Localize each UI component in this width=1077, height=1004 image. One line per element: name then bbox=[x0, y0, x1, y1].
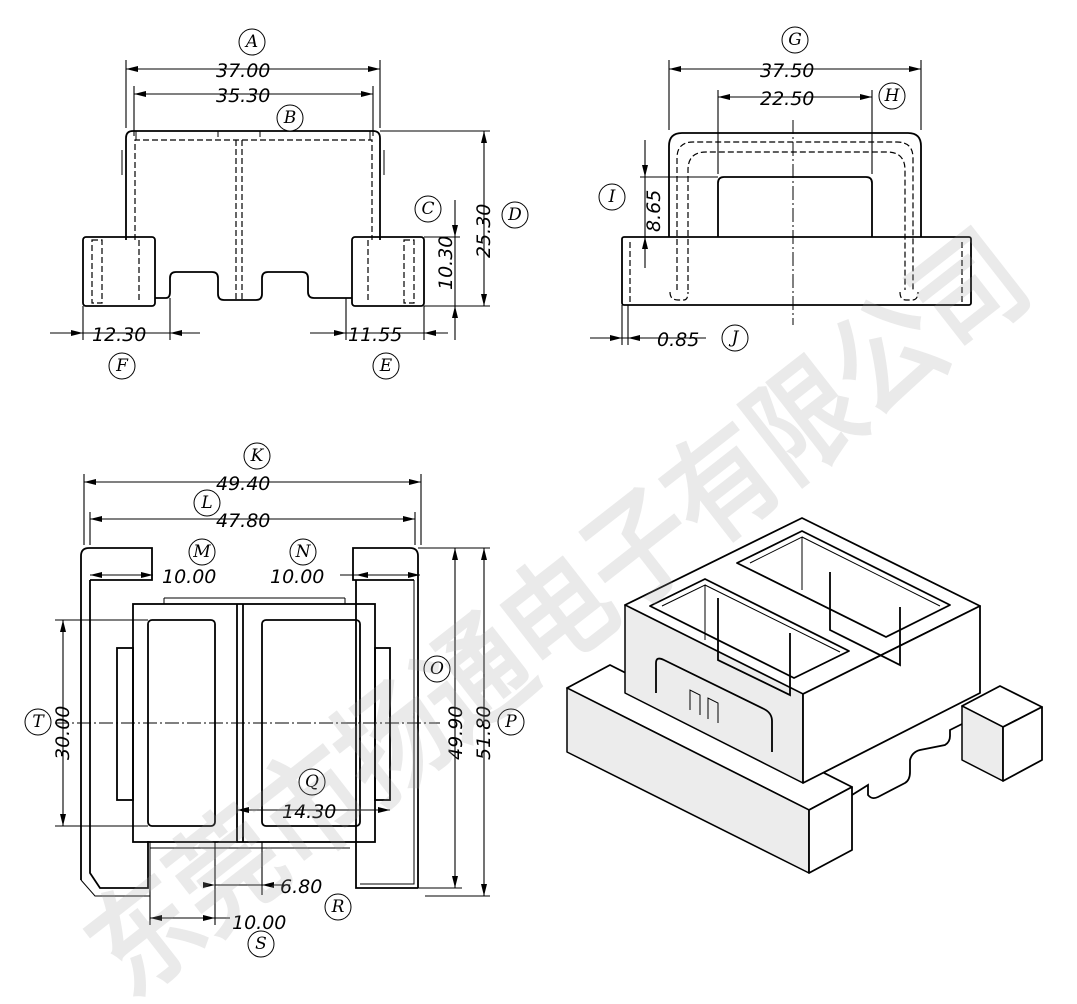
dim-value-C: 10.30 bbox=[435, 236, 457, 290]
top-view bbox=[55, 474, 490, 925]
svg-text:L: L bbox=[200, 493, 212, 513]
dim-value-T: 30.00 bbox=[52, 706, 74, 760]
svg-text:D: D bbox=[507, 205, 522, 225]
dim-value-D: 25.30 bbox=[473, 204, 495, 258]
dim-value-O: 49.90 bbox=[445, 706, 467, 760]
dim-value-Q: 14.30 bbox=[282, 801, 336, 823]
label-A: A bbox=[238, 28, 266, 56]
label-P: P bbox=[497, 708, 525, 736]
label-F: F bbox=[108, 352, 136, 380]
label-G: G bbox=[781, 26, 809, 54]
label-O: O bbox=[423, 655, 451, 683]
svg-text:Q: Q bbox=[305, 772, 319, 792]
dim-value-P: 51.80 bbox=[473, 706, 495, 760]
label-B: B bbox=[276, 104, 304, 132]
svg-text:E: E bbox=[379, 356, 393, 376]
isometric-view bbox=[566, 517, 1043, 874]
side-view bbox=[590, 60, 972, 345]
label-T: T bbox=[24, 708, 52, 736]
dim-value-B: 35.30 bbox=[216, 85, 270, 107]
label-N: N bbox=[289, 538, 317, 566]
svg-text:I: I bbox=[608, 187, 616, 207]
label-J: J bbox=[721, 324, 749, 352]
svg-text:B: B bbox=[283, 108, 297, 128]
svg-text:P: P bbox=[504, 712, 517, 732]
dim-value-J: 0.85 bbox=[657, 329, 699, 351]
dim-value-G: 37.50 bbox=[760, 60, 814, 82]
svg-text:T: T bbox=[32, 712, 45, 732]
dim-value-M: 10.00 bbox=[162, 566, 216, 588]
dim-value-S: 10.00 bbox=[232, 912, 286, 934]
label-L: L bbox=[193, 489, 221, 517]
svg-text:F: F bbox=[115, 356, 129, 376]
svg-text:O: O bbox=[430, 659, 444, 679]
svg-text:H: H bbox=[884, 86, 901, 106]
label-D: D bbox=[501, 201, 529, 229]
dim-value-N: 10.00 bbox=[270, 566, 324, 588]
svg-text:C: C bbox=[421, 199, 434, 219]
svg-text:G: G bbox=[788, 30, 802, 50]
label-C: C bbox=[414, 195, 442, 223]
label-R: R bbox=[324, 893, 352, 921]
svg-text:M: M bbox=[192, 542, 211, 562]
label-E: E bbox=[372, 352, 400, 380]
dim-value-H: 22.50 bbox=[760, 88, 814, 110]
dimension-values: 37.00 35.30 10.30 25.30 11.55 12.30 37.5… bbox=[52, 60, 814, 934]
dim-value-L: 47.80 bbox=[216, 510, 270, 532]
dim-value-R: 6.80 bbox=[280, 876, 322, 898]
svg-text:S: S bbox=[255, 934, 267, 954]
svg-text:A: A bbox=[244, 32, 258, 52]
dim-value-A: 37.00 bbox=[216, 60, 270, 82]
dim-value-I: 8.65 bbox=[643, 190, 665, 232]
label-K: K bbox=[243, 442, 271, 470]
svg-text:R: R bbox=[331, 897, 345, 917]
dim-value-E: 11.55 bbox=[348, 324, 402, 346]
label-M: M bbox=[188, 538, 216, 566]
label-S: S bbox=[247, 930, 275, 958]
label-Q: Q bbox=[298, 768, 326, 796]
label-I: I bbox=[598, 183, 626, 211]
circled-labels: A B C D E F G H I J K L M N O P Q R S T bbox=[24, 26, 906, 958]
dim-value-F: 12.30 bbox=[92, 324, 146, 346]
label-H: H bbox=[878, 82, 906, 110]
front-view bbox=[50, 60, 490, 340]
svg-text:N: N bbox=[295, 542, 312, 562]
svg-text:J: J bbox=[729, 328, 740, 348]
svg-text:K: K bbox=[250, 446, 265, 466]
dim-value-K: 49.40 bbox=[216, 473, 270, 495]
